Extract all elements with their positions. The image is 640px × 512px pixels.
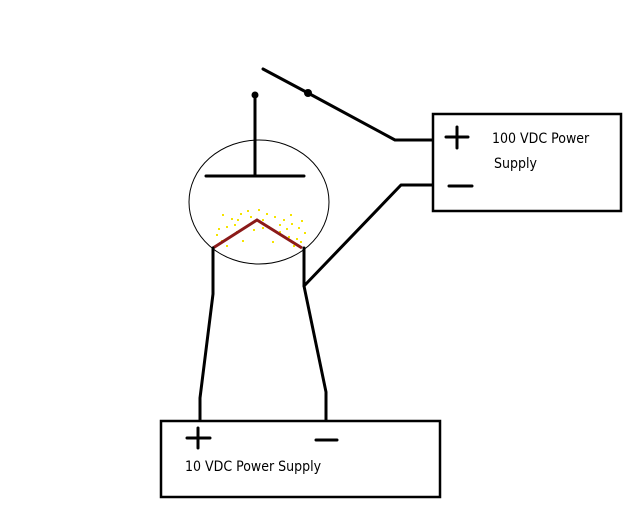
- emission-dot: [247, 210, 249, 212]
- filament-lead-right: [302, 246, 328, 422]
- emission-dot: [262, 219, 264, 221]
- emission-dot: [274, 216, 276, 218]
- emission-dot: [291, 223, 293, 225]
- upper-supply-label-line1: 100 VDC Power: [492, 131, 590, 147]
- emission-dot: [234, 224, 236, 226]
- lower-supply-label: 10 VDC Power Supply: [185, 459, 322, 475]
- positive-terminal-icon: [444, 125, 470, 150]
- lower-power-supply: 10 VDC Power Supply: [159, 419, 442, 499]
- wire-filament-to-negative: [302, 183, 434, 288]
- upper-power-supply: 100 VDC Power Supply: [431, 112, 623, 213]
- tube-envelope: [188, 139, 330, 265]
- wire-switch-to-positive: [306, 91, 434, 142]
- emission-dot: [283, 219, 285, 221]
- emission-dot: [296, 238, 298, 240]
- emission-dot: [226, 245, 228, 247]
- emission-dot: [286, 228, 288, 230]
- emission-dot: [279, 231, 281, 233]
- emission-dot: [216, 234, 218, 236]
- vacuum-tube: [188, 91, 434, 422]
- emission-dot: [262, 227, 264, 229]
- emission-dot: [231, 218, 233, 220]
- emission-dot: [237, 219, 239, 221]
- emission-dot: [304, 232, 306, 234]
- emission-dot: [279, 224, 281, 226]
- emission-dot: [222, 214, 224, 216]
- switch-lever: [261, 67, 310, 95]
- positive-terminal-icon: [185, 426, 212, 450]
- emission-dot: [253, 229, 255, 231]
- filament-lead-left: [198, 246, 215, 422]
- emission-dot: [242, 240, 244, 242]
- lower-supply-box: [159, 419, 442, 499]
- emission-dot: [300, 241, 302, 243]
- emission-dot: [226, 226, 228, 228]
- emission-dot: [293, 245, 295, 247]
- emission-dot: [266, 213, 268, 215]
- emission-dot: [240, 213, 242, 215]
- emission-dot: [290, 214, 292, 216]
- emission-dot: [258, 209, 260, 211]
- emission-dot: [218, 228, 220, 230]
- emission-dot: [272, 241, 274, 243]
- switch: [261, 67, 434, 142]
- emission-dot: [298, 227, 300, 229]
- filament: [212, 218, 303, 250]
- upper-supply-label-line2: Supply: [494, 156, 537, 172]
- emission-dot: [301, 220, 303, 222]
- emission-dot: [250, 216, 252, 218]
- upper-supply-box: [431, 112, 623, 213]
- emission-dot: [288, 236, 290, 238]
